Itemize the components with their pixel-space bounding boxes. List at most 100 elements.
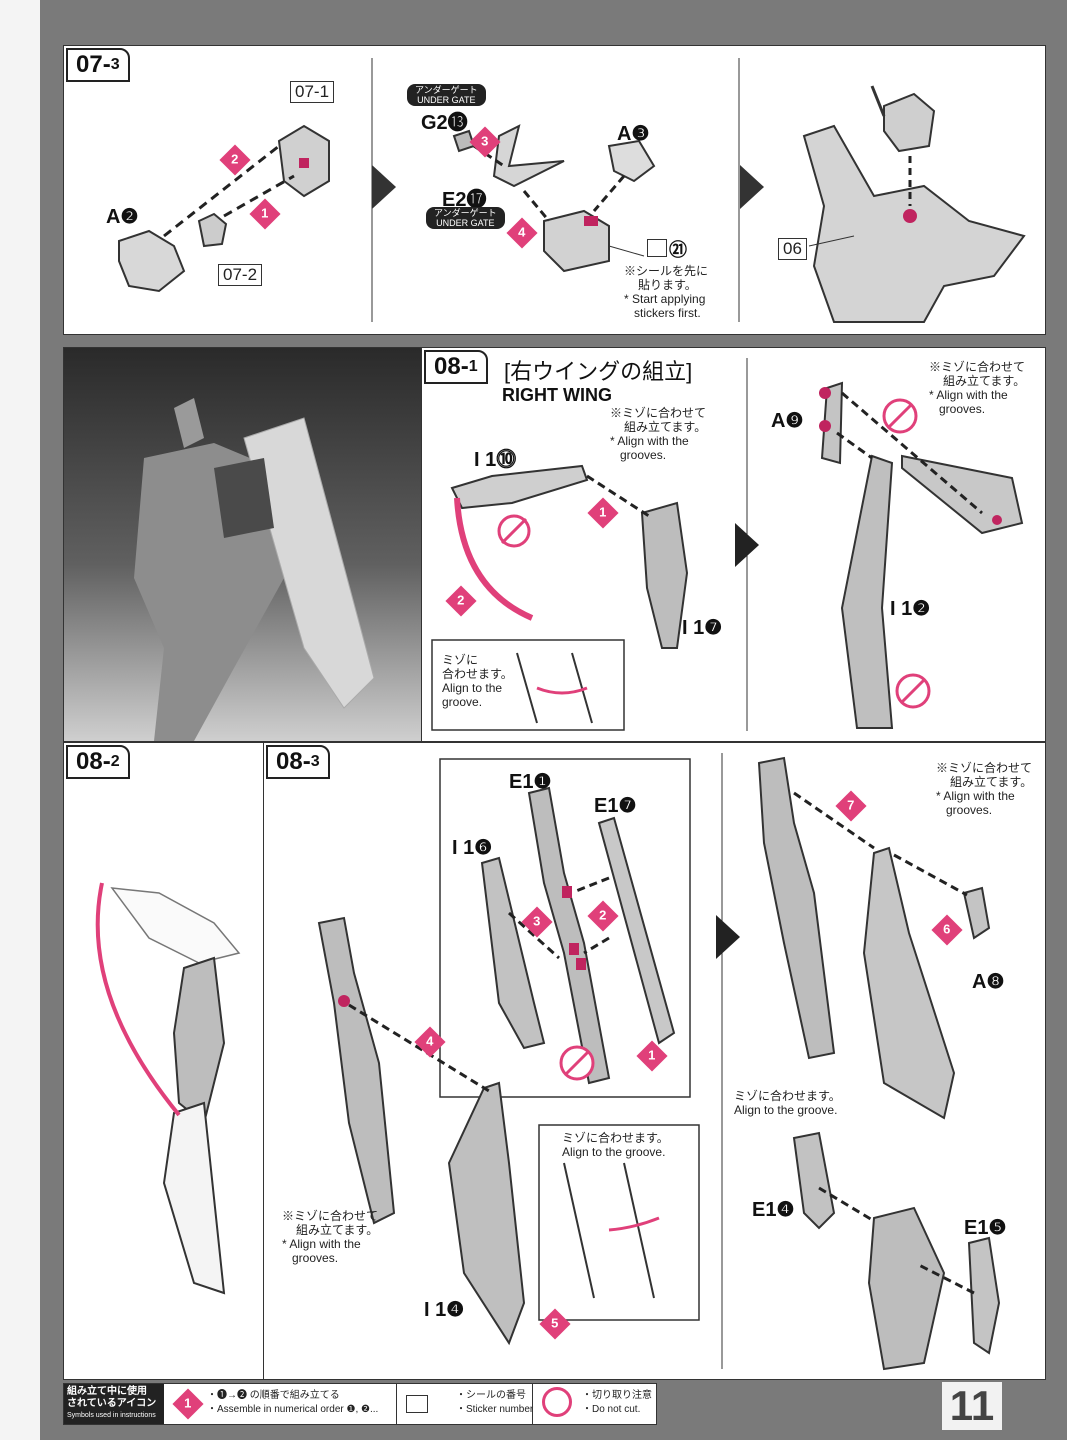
groove-ja-1: ミゾに	[442, 653, 479, 667]
step-tag-number: 08	[434, 353, 461, 380]
step-tag-07-3: 07-3	[66, 48, 130, 82]
legend-step-icon: 1	[172, 1388, 204, 1420]
sticker-note-ja-1: ※シールを先に	[624, 264, 709, 278]
under-gate-ja: アンダーゲート	[415, 85, 478, 95]
groove-note-right: ミゾに合わせます。 Align to the groove.	[734, 1089, 841, 1117]
step-08-3-illustration	[317, 753, 1001, 1371]
step-08-1-panel: 08-1 [右ウイングの組立] RIGHT WING I 1⓾ I 1❼ A❾ …	[421, 347, 1046, 742]
legend-cut: ・切り取り注意 ・Do not cut.	[582, 1389, 652, 1417]
align-en-1: * Align with the	[282, 1237, 361, 1251]
legend-order: ・❶→❷ の順番で組み立てる ・Assemble in numerical or…	[207, 1389, 378, 1417]
groove-en: Align to the groove.	[734, 1103, 838, 1117]
legend-divider	[396, 1384, 397, 1424]
under-gate-en: UNDER GATE	[417, 95, 476, 105]
step-tag-sub: 1	[468, 358, 478, 375]
ref-06: 06	[778, 238, 807, 260]
sticker-note: ※シールを先に 貼ります。 * Start applying stickers …	[624, 264, 708, 320]
legend-sticker-ja: ・シールの番号	[456, 1390, 526, 1401]
step-num-text: 2	[599, 907, 607, 923]
sticker-icon	[647, 239, 667, 257]
wing-units-photo	[63, 347, 423, 742]
part-a9-label: A❾	[771, 410, 804, 432]
sticker-note-en-1: * Start applying	[624, 292, 706, 306]
groove-ja: ミゾに合わせます。	[562, 1131, 669, 1145]
legend-order-en: ・Assemble in numerical order ❶, ❷...	[207, 1404, 379, 1415]
step-num-text: 6	[943, 921, 951, 937]
part-i10-label: I 1⓾	[474, 449, 517, 471]
step-tag-08-1: 08-1	[424, 350, 488, 384]
align-note-left: ※ミゾに合わせて 組み立てます。 * Align with the groove…	[282, 1209, 378, 1265]
ref-07-2: 07-2	[218, 264, 263, 286]
legend-sticker-en: ・Sticker number	[456, 1404, 534, 1415]
step-08-3-panel: 08-3 E1❶ E1❼ I 1❻ I 1	[263, 742, 1046, 1380]
align-note-1: ※ミゾに合わせて 組み立てます。 * Align with the groove…	[610, 406, 706, 462]
right-wing-title-ja: [右ウイングの組立]	[504, 359, 693, 384]
align-ja-2: 組み立てます。	[943, 374, 1026, 388]
step-08-2-panel: 08-2	[63, 742, 265, 1380]
legend-title-ja-1: 組み立て中に使用	[67, 1386, 147, 1397]
legend-title-ja-2: されているアイコン	[67, 1398, 157, 1409]
align-en-1: * Align with the	[610, 434, 689, 448]
step-num-text: 1	[599, 504, 607, 520]
step-num-text: 4	[518, 224, 526, 240]
step-08-1-illustration	[431, 358, 1024, 731]
step-num-text: 3	[533, 913, 541, 929]
align-en-2: grooves.	[939, 402, 986, 416]
groove-ja: ミゾに合わせます。	[734, 1089, 841, 1103]
align-note-right: ※ミゾに合わせて 組み立てます。 * Align with the groove…	[936, 761, 1032, 817]
align-en-2: grooves.	[620, 448, 667, 462]
wing-gundam-photo	[134, 398, 375, 741]
step-tag-sub: 2	[110, 753, 120, 770]
step-num-text: 4	[426, 1033, 434, 1049]
align-ja-2: 組み立てます。	[950, 775, 1033, 789]
previous-page-edge	[0, 0, 42, 1440]
align-ja-1: ※ミゾに合わせて	[936, 761, 1033, 775]
flow-arrow	[735, 523, 759, 567]
flow-arrow	[372, 165, 396, 209]
groove-en: Align to the groove.	[562, 1145, 666, 1159]
align-ja-2: 組み立てます。	[624, 420, 707, 434]
part-g2-label: G2⓭	[421, 112, 468, 134]
step-num-text: 2	[457, 592, 465, 608]
step-tag-number: 07	[76, 51, 103, 78]
sticker-legend-icon	[406, 1395, 428, 1413]
step-num-text: 1	[261, 205, 269, 221]
legend-cut-en: ・Do not cut.	[582, 1404, 641, 1415]
part-i7-label: I 1❼	[682, 617, 723, 639]
page-number: 11	[942, 1382, 1002, 1430]
ref-07-1: 07-1	[290, 81, 335, 103]
part-e14-label: E1❹	[752, 1199, 795, 1221]
flow-arrow	[740, 165, 764, 209]
step-num-text: 1	[648, 1047, 656, 1063]
align-ja-2: 組み立てます。	[296, 1223, 379, 1237]
part-i4-label: I 1❹	[424, 1299, 465, 1321]
align-en-2: grooves.	[292, 1251, 339, 1265]
step-tag-08-3: 08-3	[266, 745, 330, 779]
groove-en-1: Align to the	[442, 681, 503, 695]
groove-note-center: ミゾに合わせます。 Align to the groove.	[562, 1131, 669, 1159]
step-tag-number: 08	[76, 748, 103, 775]
part-e1-7-label: E1❼	[594, 795, 637, 817]
align-ja-1: ※ミゾに合わせて	[610, 406, 707, 420]
part-a3-label: A❸	[617, 123, 650, 145]
align-ja-1: ※ミゾに合わせて	[929, 360, 1026, 374]
step-tag-number: 08	[276, 748, 303, 775]
legend-divider	[532, 1384, 533, 1424]
sticker-note-en-2: stickers first.	[634, 306, 701, 320]
part-e2-label: E2⓱	[442, 189, 487, 211]
part-a2-label: A❷	[106, 206, 139, 228]
step-07-3-illustration	[118, 58, 1026, 323]
groove-note: ミゾに 合わせます。 Align to the groove.	[442, 653, 513, 709]
sticker-number: ㉑	[669, 240, 687, 260]
align-note-2: ※ミゾに合わせて 組み立てます。 * Align with the groove…	[929, 360, 1025, 416]
step-tag-sub: 3	[310, 753, 320, 770]
part-e1-1-label: E1❶	[509, 771, 552, 793]
step-num-text: 3	[481, 133, 489, 149]
step-tag-08-2: 08-2	[66, 745, 130, 779]
step-tag-sub: 3	[110, 56, 120, 73]
legend-sticker: ・シールの番号 ・Sticker number	[456, 1389, 533, 1417]
part-i6-label: I 1❻	[452, 837, 493, 859]
